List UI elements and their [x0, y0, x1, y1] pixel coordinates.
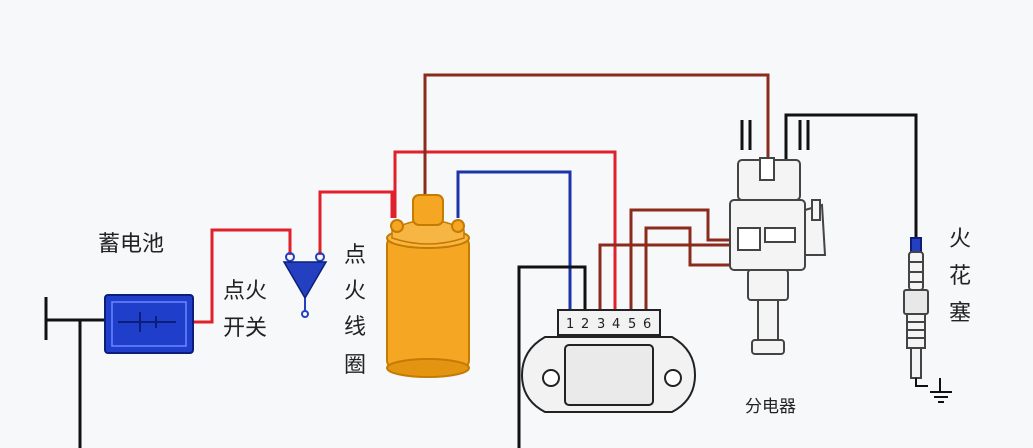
module-pin-4: 4	[612, 317, 620, 332]
spark-plug-label-char-2: 花	[949, 264, 971, 289]
switch-label-line2: 开关	[223, 316, 267, 341]
coil-label-char-4: 圈	[344, 353, 366, 378]
spark-plug-label-char-1: 火	[949, 227, 971, 252]
module-pin-5: 5	[628, 317, 636, 332]
coil-label-char-1: 点	[344, 243, 366, 268]
signal-wire	[456, 170, 572, 312]
module-pin-3: 3	[597, 317, 605, 332]
ignition-coil	[386, 194, 470, 378]
switch-label-line1: 点火	[223, 279, 267, 304]
module-distributor-wires	[598, 208, 738, 315]
battery	[104, 294, 194, 354]
coil-label-char-2: 火	[344, 279, 366, 304]
distributor	[729, 120, 827, 355]
ignition-switch	[282, 252, 328, 318]
spark-plug-wire	[784, 113, 918, 240]
module-pin-6: 6	[643, 317, 651, 332]
battery-label: 蓄电池	[98, 232, 164, 257]
distributor-label: 分电器	[745, 397, 796, 417]
coil-label-char-3: 线	[344, 315, 366, 340]
module-pin-1: 1	[566, 317, 574, 332]
positive-wires	[192, 150, 617, 324]
spark-plug-label-char-3: 塞	[949, 301, 971, 326]
spark-plug	[903, 237, 929, 387]
left-ground	[44, 297, 110, 448]
ignition-module: 1 2 3 4 5 6	[520, 309, 697, 413]
module-pin-2: 2	[581, 317, 589, 332]
spark-plug-ground	[930, 378, 952, 403]
module-ground-wire	[517, 265, 587, 448]
high-voltage-wire	[423, 73, 770, 200]
